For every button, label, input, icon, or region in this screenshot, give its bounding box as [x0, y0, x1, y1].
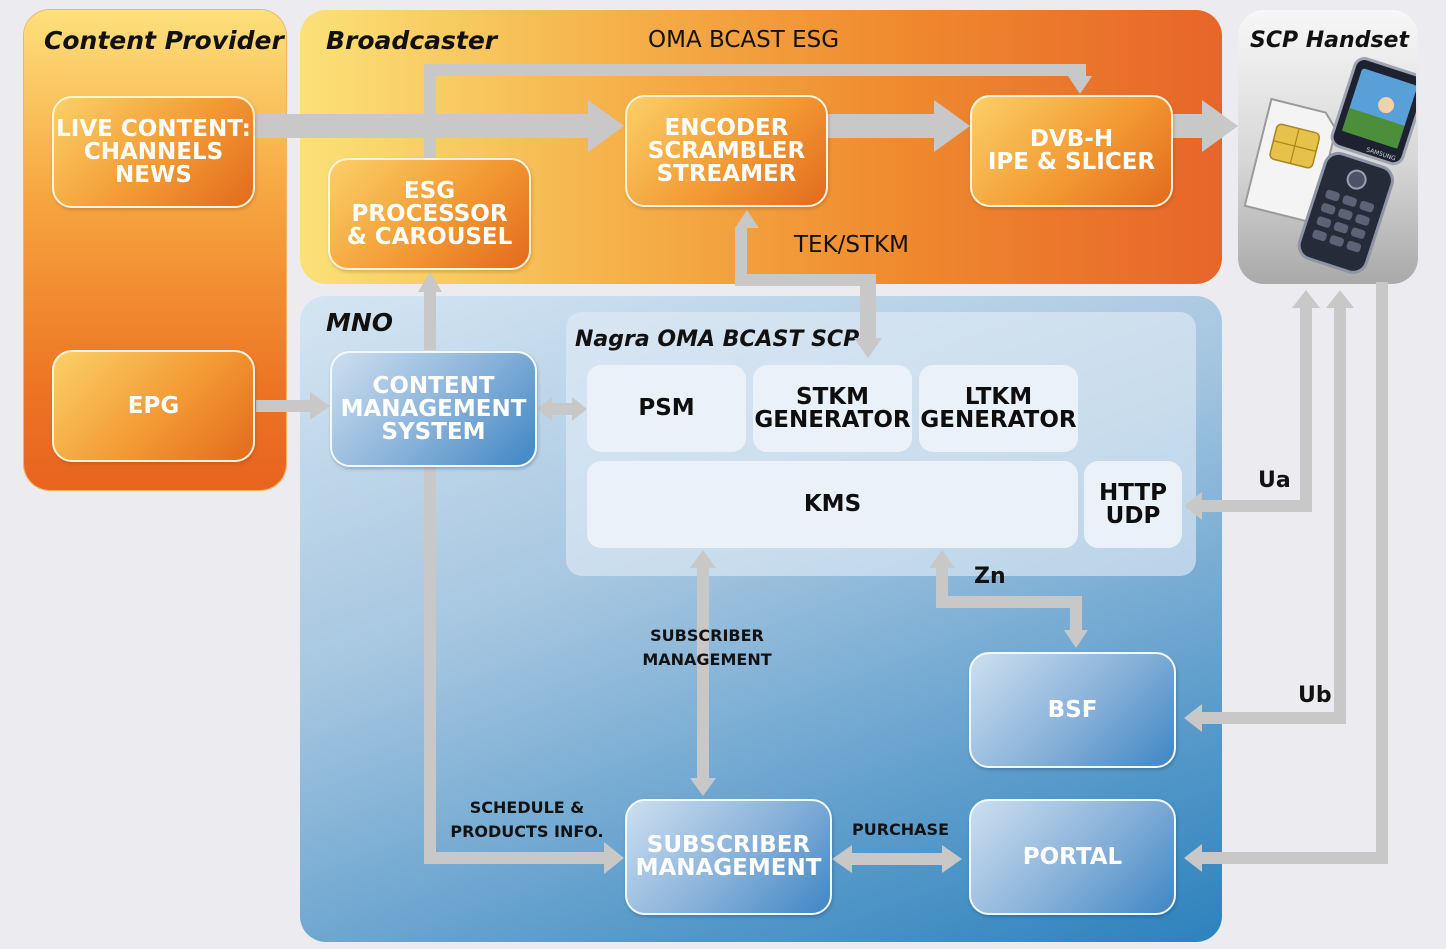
- arrow-zn: [929, 550, 1088, 648]
- encoder-line-1: ENCODER: [664, 114, 789, 141]
- live-content-line-1: LIVE CONTENT:: [56, 115, 251, 142]
- handset-illustration: SAMSUNG: [1243, 57, 1416, 274]
- ltkm-generator-box: LTKM GENERATOR: [919, 365, 1078, 452]
- arrow-ub: [1184, 290, 1354, 732]
- subscriber-management-label-line-1: SUBSCRIBER: [650, 626, 764, 645]
- schedule-products-line-2: PRODUCTS INFO.: [450, 822, 604, 841]
- arrow-dvbh-to-handset: [1173, 100, 1238, 152]
- kms-box: KMS: [587, 461, 1078, 548]
- esg-processor-box: ESG PROCESSOR & CAROUSEL: [328, 158, 531, 270]
- arrow-cms-psm: [537, 397, 587, 421]
- cms-box: CONTENT MANAGEMENT SYSTEM: [330, 351, 537, 467]
- arrow-ua: [1184, 290, 1320, 520]
- http-line: HTTP: [1098, 479, 1167, 506]
- submgmt-line-2: MANAGEMENT: [635, 855, 822, 881]
- cms-line-1: CONTENT: [372, 372, 495, 399]
- ltkm-line-2: GENERATOR: [920, 406, 1077, 433]
- encoder-box: ENCODER SCRAMBLER STREAMER: [625, 95, 828, 207]
- tek-stkm-label: TEK/STKM: [794, 232, 909, 258]
- arrow-encoder-to-dvbh: [828, 100, 970, 152]
- epg-label: EPG: [127, 392, 180, 419]
- encoder-line-3: STREAMER: [656, 160, 797, 187]
- nagra-scp-title: Nagra OMA BCAST SCP: [575, 327, 860, 352]
- live-content-box: LIVE CONTENT: CHANNELS NEWS: [52, 96, 255, 208]
- cms-line-3: SYSTEM: [381, 418, 486, 445]
- dvbh-line-2: IPE & SLICER: [987, 149, 1156, 175]
- arrow-purchase: [832, 845, 962, 873]
- arrow-handset-portal: [1184, 282, 1388, 872]
- arrow-kms-submgmt: [690, 550, 716, 796]
- scp-handset-title: SCP Handset: [1250, 28, 1409, 53]
- mobile-phone-icon: SAMSUNG: [1297, 57, 1416, 274]
- live-content-line-2: CHANNELS: [83, 138, 224, 165]
- stkm-line-1: STKM: [796, 383, 869, 410]
- arrow-live-to-encoder: [255, 100, 624, 152]
- dvbh-box: DVB-H IPE & SLICER: [970, 95, 1173, 207]
- subscriber-management-label: SUBSCRIBER MANAGEMENT: [636, 624, 778, 672]
- http-udp-box: HTTP UDP: [1084, 461, 1182, 548]
- esg-line-1: ESG: [403, 177, 456, 204]
- submgmt-line-1: SUBSCRIBER: [646, 832, 811, 858]
- arrow-esg-loop: [424, 64, 1092, 158]
- stkm-generator-box: STKM GENERATOR: [753, 365, 912, 452]
- psm-label: PSM: [638, 395, 695, 421]
- arrow-epg-to-cms: [256, 392, 330, 420]
- broadcaster-title: Broadcaster: [326, 26, 498, 55]
- stkm-line-2: GENERATOR: [754, 406, 911, 433]
- schedule-products-line-1: SCHEDULE &: [469, 798, 585, 817]
- esg-line-3: & CAROUSEL: [346, 223, 513, 250]
- epg-box: EPG: [52, 350, 255, 462]
- esg-line-2: PROCESSOR: [351, 200, 508, 227]
- zn-label: Zn: [974, 564, 1006, 589]
- bsf-label: BSF: [1047, 696, 1098, 723]
- cms-line-2: MANAGEMENT: [340, 395, 527, 422]
- live-content-line-3: NEWS: [115, 161, 192, 188]
- schedule-products-label: SCHEDULE & PRODUCTS INFO.: [450, 796, 604, 844]
- purchase-label: PURCHASE: [852, 820, 950, 839]
- portal-label: PORTAL: [1022, 843, 1123, 870]
- kms-label: KMS: [803, 491, 862, 517]
- ltkm-line-1: LTKM: [964, 383, 1033, 410]
- oma-bcast-esg-label: OMA BCAST ESG: [648, 27, 840, 53]
- ua-label: Ua: [1258, 468, 1291, 493]
- psm-box: PSM: [587, 365, 746, 452]
- sim-card-icon: [1243, 97, 1337, 224]
- ub-label: Ub: [1298, 683, 1332, 708]
- dvbh-line-1: DVB-H: [1029, 126, 1114, 152]
- arrow-cms-to-esg: [418, 272, 442, 350]
- mno-title: MNO: [326, 308, 394, 337]
- subscriber-management-label-line-2: MANAGEMENT: [642, 650, 772, 669]
- udp-line: UDP: [1105, 502, 1161, 529]
- portal-box: PORTAL: [969, 799, 1176, 915]
- bsf-box: BSF: [969, 652, 1176, 768]
- arrow-tek-stkm: [735, 210, 882, 358]
- encoder-line-2: SCRAMBLER: [647, 137, 806, 164]
- content-provider-title: Content Provider: [44, 26, 284, 55]
- subscriber-management-box: SUBSCRIBER MANAGEMENT: [625, 799, 832, 915]
